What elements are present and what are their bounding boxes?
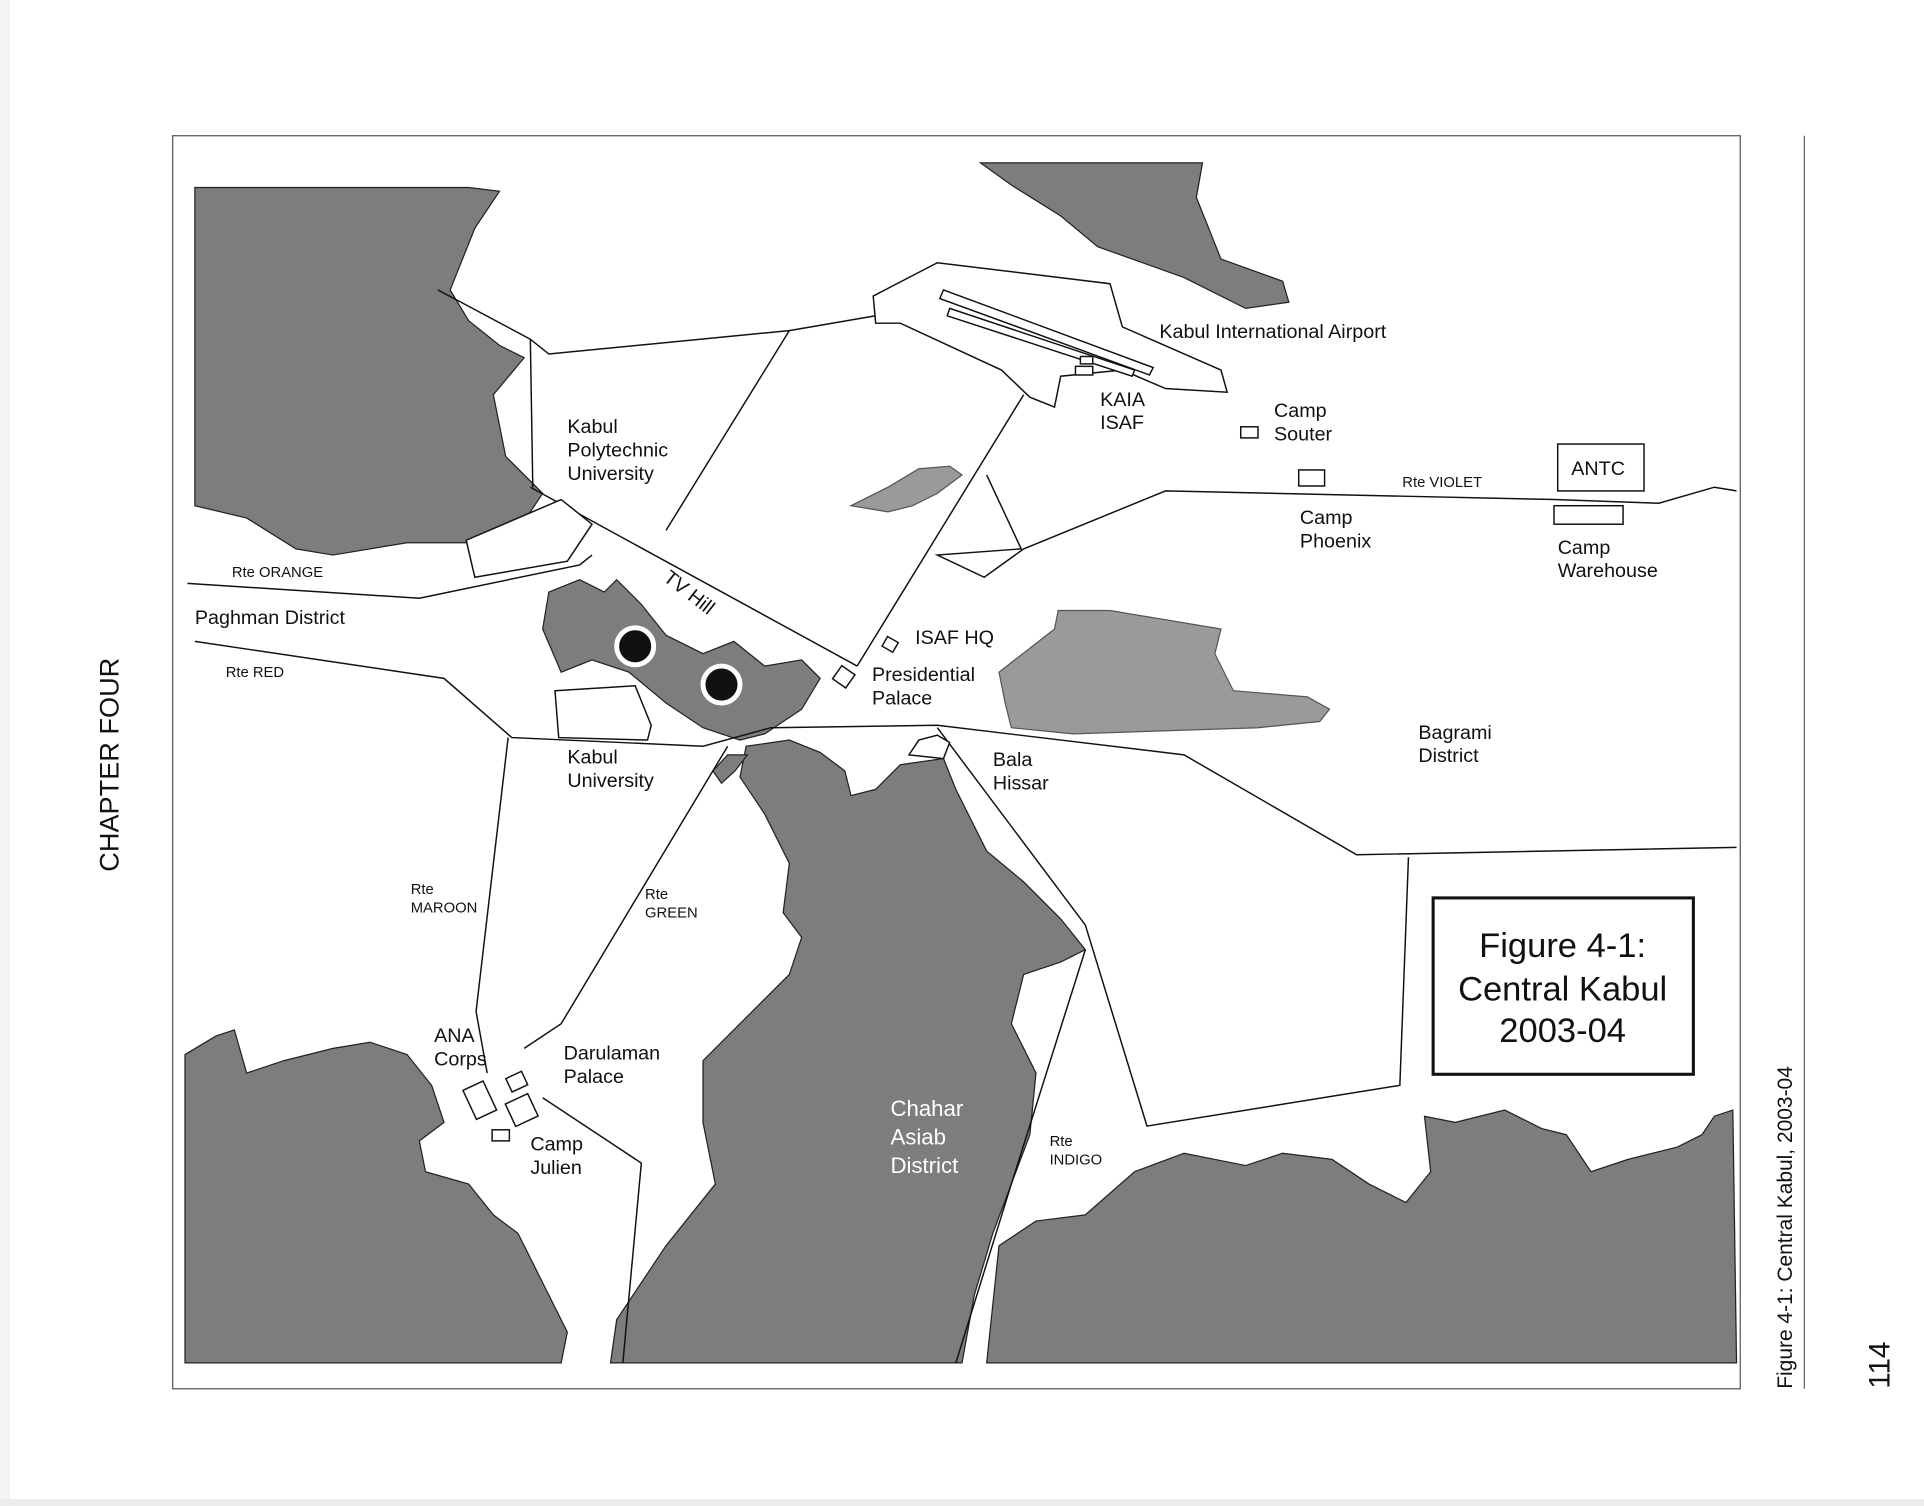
route-maroon <box>475 737 509 1074</box>
hill-marker <box>614 625 657 668</box>
camp-warehouse-marker <box>1553 504 1624 525</box>
mountain-north <box>978 162 1290 310</box>
label-rte-indigo: Rte <box>1050 1134 1073 1150</box>
runway <box>938 288 1155 376</box>
label-darulaman: Palace <box>564 1066 624 1088</box>
darulaman-palace-marker <box>504 1070 529 1094</box>
label-airport: Kabul International Airport <box>1159 321 1386 343</box>
route-orange <box>187 554 593 599</box>
label-rte-green: Rte <box>645 887 668 903</box>
camp-souter-marker <box>1239 426 1259 439</box>
label-kaia: ISAF <box>1100 412 1144 434</box>
map-labels: Kabul International Airport KAIA ISAF Ca… <box>195 321 1658 1179</box>
figure-title-line: 2003-04 <box>1499 1012 1626 1050</box>
kabul-university-compound <box>554 685 652 741</box>
label-souter: Camp <box>1274 400 1327 422</box>
label-polytechnic: Polytechnic <box>567 439 668 461</box>
label-paghman: Paghman District <box>195 607 346 629</box>
page-margin <box>0 0 10 1506</box>
antc-box <box>1556 443 1645 492</box>
mountain-northwest <box>194 186 544 556</box>
label-isaf-hq: ISAF HQ <box>915 627 994 649</box>
roads <box>187 289 1737 1364</box>
hill-marker <box>700 663 743 706</box>
label-warehouse: Warehouse <box>1558 560 1658 582</box>
label-chahar-asiab: District <box>890 1153 958 1178</box>
label-phoenix: Phoenix <box>1300 531 1371 553</box>
road-south <box>542 1097 643 1363</box>
isaf-hq-marker <box>881 635 900 654</box>
kaia-building <box>1079 355 1094 365</box>
label-chahar-asiab: Asiab <box>890 1125 946 1150</box>
page-number: 114 <box>1863 1342 1896 1389</box>
road-polytechnic <box>529 486 858 667</box>
label-chahar-asiab: Chahar <box>890 1096 963 1121</box>
mountain-chahar-asiab <box>609 739 1087 1364</box>
road-east <box>936 727 1410 1127</box>
label-polytechnic: University <box>567 463 654 485</box>
figure-title-line: Figure 4-1: <box>1479 927 1646 965</box>
label-rte-indigo: INDIGO <box>1050 1152 1103 1168</box>
darulaman-palace-marker <box>504 1092 540 1128</box>
mountains <box>184 162 1738 1364</box>
label-julien: Camp <box>530 1134 583 1156</box>
label-rte-maroon: Rte <box>411 882 434 898</box>
polytechnic-compound <box>465 498 593 579</box>
label-bala-hissar: Bala <box>993 749 1032 771</box>
label-kabul-university: University <box>567 770 654 792</box>
mountain-southwest <box>184 1029 568 1364</box>
camp-phoenix-marker <box>1297 469 1326 487</box>
buildings <box>461 426 1645 1142</box>
road <box>529 339 534 488</box>
label-julien: Julien <box>530 1157 582 1179</box>
kaia-building <box>1074 365 1094 376</box>
label-ana-corps: ANA <box>434 1025 475 1047</box>
label-polytechnic: Kabul <box>567 416 617 438</box>
airport <box>872 261 1229 409</box>
label-kaia: KAIA <box>1100 389 1146 411</box>
route-violet <box>934 474 1737 579</box>
label-souter: Souter <box>1274 423 1333 445</box>
lake-large <box>998 609 1331 735</box>
camp-julien-marker <box>491 1129 511 1142</box>
label-bagrami: Bagrami <box>1418 722 1491 744</box>
label-phoenix: Camp <box>1300 507 1353 529</box>
label-warehouse: Camp <box>1558 537 1611 559</box>
road-airport <box>856 394 1025 667</box>
label-rte-orange: Rte ORANGE <box>232 565 323 581</box>
presidential-palace-marker <box>831 664 856 689</box>
lake-small <box>849 465 964 513</box>
mountain-southeast <box>985 1109 1738 1364</box>
mountain-small <box>712 754 749 785</box>
label-ana-corps: Corps <box>434 1049 487 1071</box>
label-bagrami: District <box>1418 745 1479 767</box>
label-darulaman: Darulaman <box>564 1042 660 1064</box>
label-palace: Palace <box>872 687 932 709</box>
figure-title-box: Figure 4-1: Central Kabul 2003-04 <box>1431 896 1695 1076</box>
figure-title-line: Central Kabul <box>1458 970 1667 1008</box>
figure-caption: Figure 4-1: Central Kabul, 2003-04 <box>1774 1066 1797 1389</box>
bala-hissar-marker <box>907 734 951 760</box>
chapter-heading: CHAPTER FOUR <box>93 658 124 872</box>
route-green <box>523 745 729 1049</box>
label-rte-violet: Rte VIOLET <box>1402 475 1482 491</box>
ana-corps-marker <box>461 1079 498 1121</box>
road-north <box>437 289 876 355</box>
label-antc: ANTC <box>1571 458 1625 480</box>
road <box>665 330 790 531</box>
page-bottom-band <box>0 1499 1924 1506</box>
label-rte-green: GREEN <box>645 906 698 922</box>
route-indigo <box>955 949 1087 1364</box>
label-kabul-university: Kabul <box>567 746 617 768</box>
label-palace: Presidential <box>872 664 975 686</box>
tv-hill <box>542 578 821 741</box>
route-red <box>194 640 1737 856</box>
label-bala-hissar: Hissar <box>993 772 1049 794</box>
label-rte-red: Rte RED <box>226 665 284 681</box>
label-rte-maroon: MAROON <box>411 901 478 917</box>
